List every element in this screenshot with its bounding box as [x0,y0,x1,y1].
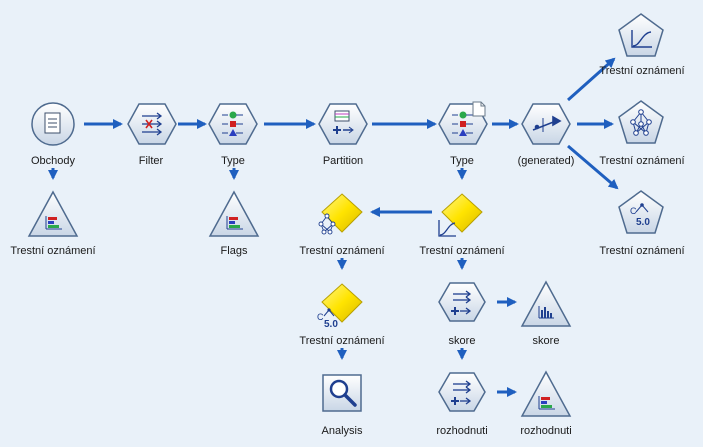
select-model-icon [532,115,562,132]
node-type-2[interactable] [438,101,488,145]
bar-chart-icon [226,216,243,230]
node-analysis[interactable] [322,374,362,412]
link-generated-c50[interactable] [567,144,619,190]
node-label-graph-skore: skore [532,335,560,347]
node-label-derive-rozhodnuti: rozhodnuti [436,425,488,437]
document-icon [44,112,61,134]
neural-net-icon [630,109,652,136]
node-label-type: Type [221,155,245,167]
magnifier-icon [329,379,357,407]
type-icon [452,111,473,136]
node-c50-model[interactable]: C 5.0 [618,190,664,234]
node-nugget-c50[interactable]: C 5.0 [317,283,363,330]
node-label-graph-obchody: Trestní oznámení [10,245,96,257]
node-generated[interactable] [521,103,571,145]
svg-text:C: C [630,206,637,216]
c50-tree-icon: C 5.0 [630,203,650,228]
node-label-nugget-neural-net: Trestní oznámení [299,245,385,257]
node-label-derive-skore: skore [448,335,476,347]
node-obchody[interactable] [31,102,75,146]
node-label-nugget-c50: Trestní oznámení [299,335,385,347]
node-neural-net-model[interactable] [618,100,664,144]
node-graph-obchody[interactable] [27,190,79,237]
annotation-page-icon[interactable] [472,101,486,117]
node-nugget-logistic[interactable] [438,193,483,237]
node-derive-skore[interactable] [438,282,486,322]
svg-text:C: C [317,312,324,322]
histogram-icon [538,306,554,319]
node-label-neural-net-model: Trestní oznámení [599,155,685,167]
bar-chart-icon [45,216,62,230]
node-filter[interactable] [127,103,177,145]
derive-icon [451,380,472,405]
node-label-generated: (generated) [517,155,575,167]
neural-net-icon [318,213,336,235]
node-label-logistic-model: Trestní oznámení [599,65,685,77]
partition-icon [333,110,354,134]
node-label-graph-rozhodnuti: rozhodnuti [520,425,572,437]
bar-chart-icon [538,396,555,410]
node-label-c50-model: Trestní oznámení [599,245,685,257]
type-icon [222,111,243,136]
node-graph-skore[interactable] [520,280,572,327]
node-label-obchody: Obchody [30,155,76,167]
node-label-type-2: Type [450,155,474,167]
c50-label: 5.0 [636,217,650,228]
node-partition[interactable] [318,103,368,145]
link-generated-logistic[interactable] [567,57,616,102]
node-label-nugget-logistic: Trestní oznámení [419,245,505,257]
node-nugget-neural-net[interactable] [318,193,363,235]
nugget-c50-label: 5.0 [324,319,338,330]
filter-icon [142,112,163,136]
derive-icon [451,290,472,315]
node-logistic-model[interactable] [618,13,664,57]
node-flags[interactable] [208,190,260,237]
logistic-curve-icon [438,220,456,237]
logistic-curve-icon [631,30,652,48]
node-derive-rozhodnuti[interactable] [438,372,486,412]
connections [48,57,619,397]
node-label-analysis: Analysis [321,425,363,437]
c50-tree-icon: C 5.0 [317,308,338,330]
node-label-filter: Filter [138,155,164,167]
node-graph-rozhodnuti[interactable] [520,370,572,417]
node-type[interactable] [208,103,258,145]
node-label-partition: Partition [322,155,364,167]
node-label-flags: Flags [220,245,248,257]
